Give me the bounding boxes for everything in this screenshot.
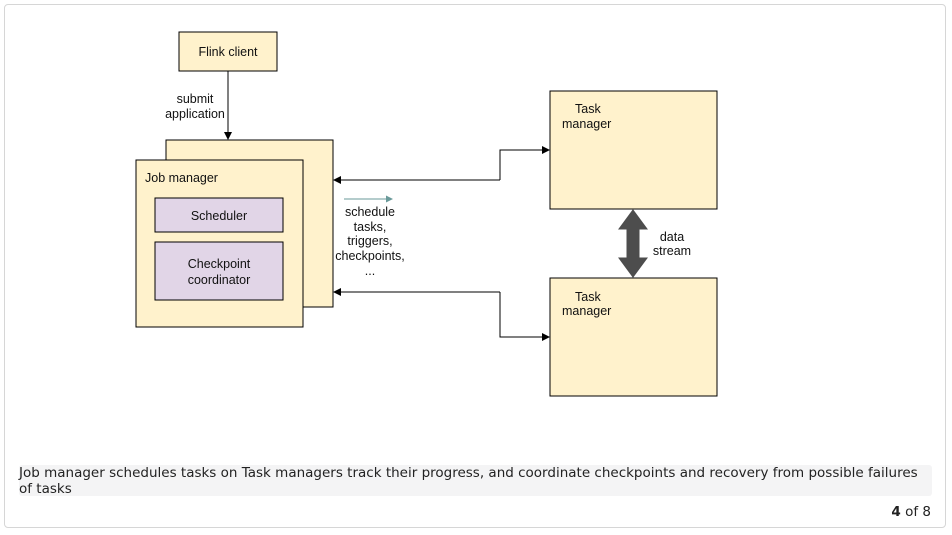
schedule-label-line-2: tasks, — [354, 220, 387, 234]
data-stream-label-line-2: stream — [653, 244, 691, 258]
job-manager-label: Job manager — [145, 171, 218, 185]
task-manager-bottom-label-line-2: manager — [562, 304, 611, 318]
scheduler-node: Scheduler — [154, 197, 284, 233]
submit-label-line-1: submit — [177, 92, 214, 106]
task-manager-top-label-line-2: manager — [562, 117, 611, 131]
schedule-label-line-1: schedule — [345, 205, 395, 219]
scheduler-label: Scheduler — [191, 209, 247, 223]
total-pages: 8 — [922, 504, 931, 520]
slide-pagination: 4 of 8 — [891, 504, 931, 520]
checkpoint-coordinator-label-line-2: coordinator — [188, 273, 251, 287]
schedule-legend: schedule tasks, triggers, checkpoints, .… — [335, 195, 405, 278]
caption-text: Job manager schedules tasks on Task mana… — [19, 464, 918, 497]
slide-caption: Job manager schedules tasks on Task mana… — [19, 464, 932, 497]
job-to-task-manager-bottom-edge — [333, 288, 550, 341]
task-manager-bottom-label-line-1: Task — [575, 290, 601, 304]
checkpoint-coordinator-label-line-1: Checkpoint — [188, 257, 251, 271]
architecture-diagram: Flink client submit application Job mana… — [135, 31, 718, 397]
flink-client-node: Flink client — [178, 31, 278, 72]
current-page: 4 — [891, 504, 901, 520]
task-manager-top-label-line-1: Task — [575, 102, 601, 116]
data-stream-label-line-1: data — [660, 230, 684, 244]
schedule-label-line-3: triggers, — [347, 234, 392, 248]
task-manager-top-node: Task manager — [549, 90, 718, 210]
submit-label-line-2: application — [165, 107, 225, 121]
job-to-task-manager-top-edge — [333, 146, 550, 184]
task-manager-bottom-node: Task manager — [549, 277, 718, 397]
schedule-label-line-4: checkpoints, — [335, 249, 404, 263]
of-label: of — [905, 504, 919, 520]
data-stream-double-arrow-icon — [618, 209, 648, 278]
checkpoint-coordinator-node: Checkpoint coordinator — [154, 241, 284, 301]
data-stream-edge: data stream — [618, 209, 691, 278]
schedule-label-line-5: ... — [365, 264, 375, 278]
submit-application-edge: submit application — [165, 71, 232, 140]
flink-client-label: Flink client — [198, 45, 258, 59]
job-manager-node: Job manager Scheduler Checkpoint coordin… — [135, 139, 334, 328]
